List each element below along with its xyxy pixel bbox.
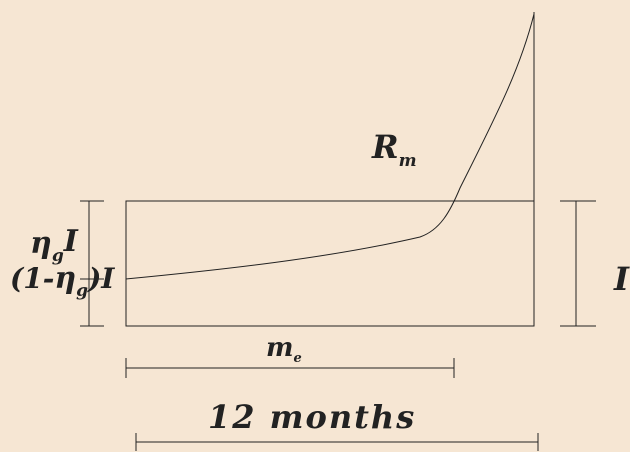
one-minus-sub: g <box>76 281 88 301</box>
eta-g-i-label: ηgI <box>30 224 79 266</box>
me-label-main: m <box>266 333 294 363</box>
one-minus-eta: η <box>54 261 76 296</box>
total-i-label: I <box>613 260 630 298</box>
income-rectangle <box>125 200 535 327</box>
rm-label-main: R <box>371 128 399 166</box>
rm-label: Rm <box>371 128 417 171</box>
eta-g-i-sub: g <box>52 246 64 266</box>
one-minus-eta-g-i-label: (1-ηg)I <box>10 261 115 301</box>
months-label: 12 months <box>208 398 416 436</box>
one-minus-suffix: )I <box>86 262 115 295</box>
rm-curve <box>125 13 535 280</box>
rm-label-sub: m <box>399 151 417 171</box>
eta-g-i-i: I <box>63 224 79 259</box>
eta-g-i-eta: η <box>30 226 52 261</box>
me-label-sub: e <box>294 351 302 366</box>
one-minus-prefix: (1- <box>10 262 54 295</box>
me-label: me <box>266 333 302 366</box>
